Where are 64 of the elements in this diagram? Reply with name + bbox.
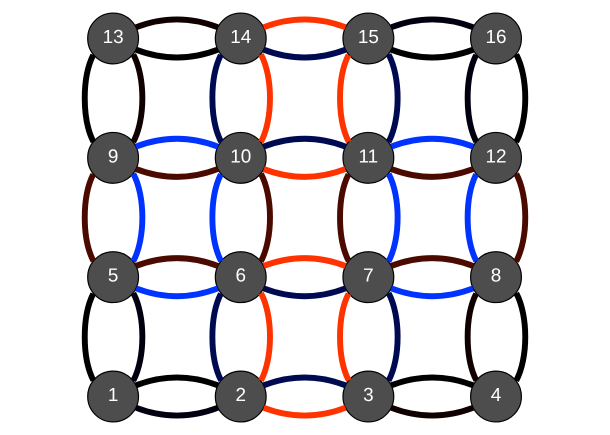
connector	[390, 286, 474, 300]
connector	[337, 292, 352, 382]
node-circle: 13	[87, 12, 140, 64]
connector	[390, 404, 474, 419]
connector	[390, 166, 474, 180]
node-circle: 14	[214, 12, 267, 64]
node-circle: 16	[470, 12, 522, 64]
connector	[390, 136, 474, 150]
connector	[390, 16, 474, 30]
connector	[464, 54, 480, 143]
connector	[135, 136, 219, 150]
node-circle: 9	[87, 132, 140, 184]
connector	[390, 255, 474, 269]
connector	[262, 286, 346, 300]
connector	[130, 172, 146, 263]
connector	[262, 16, 346, 30]
connector	[82, 292, 96, 382]
node-circle: 15	[342, 12, 394, 64]
connector	[514, 53, 528, 144]
connector	[135, 166, 219, 180]
node-circle: 8	[470, 251, 522, 304]
connector	[258, 53, 273, 144]
node-circle: 10	[214, 132, 267, 184]
node-circle: 4	[470, 370, 522, 423]
connector	[262, 136, 346, 150]
connector	[82, 173, 96, 262]
connector	[130, 292, 146, 382]
connector	[258, 292, 273, 382]
connector	[386, 292, 401, 382]
node-circle: 6	[214, 251, 267, 304]
connector	[337, 173, 352, 262]
connector	[135, 46, 219, 60]
connector	[135, 286, 219, 300]
connector	[262, 255, 346, 269]
node-circle: 12	[470, 132, 522, 184]
node-circle: 2	[214, 370, 267, 423]
node-circle: 1	[87, 370, 140, 423]
connector	[135, 404, 219, 419]
connector	[390, 46, 474, 60]
node-circle: 3	[342, 370, 394, 423]
connector	[209, 54, 224, 143]
connector	[514, 292, 528, 382]
connector	[82, 54, 96, 143]
connector	[464, 292, 480, 382]
node-circle: 5	[87, 251, 140, 304]
connector	[390, 374, 474, 388]
connector	[209, 292, 224, 382]
connector	[262, 374, 346, 388]
connector	[209, 173, 224, 262]
connector	[386, 172, 401, 263]
connector	[258, 172, 273, 263]
connector	[337, 54, 352, 143]
connector	[135, 374, 219, 388]
connector	[514, 172, 528, 263]
node-circle: 7	[342, 251, 394, 304]
connector	[262, 166, 346, 180]
connector	[135, 16, 219, 30]
node-circle: 11	[342, 132, 394, 184]
connector	[464, 173, 480, 262]
connector	[386, 53, 401, 144]
connector	[262, 46, 346, 60]
connector	[130, 53, 146, 144]
connector	[262, 404, 346, 419]
connector	[135, 255, 219, 269]
